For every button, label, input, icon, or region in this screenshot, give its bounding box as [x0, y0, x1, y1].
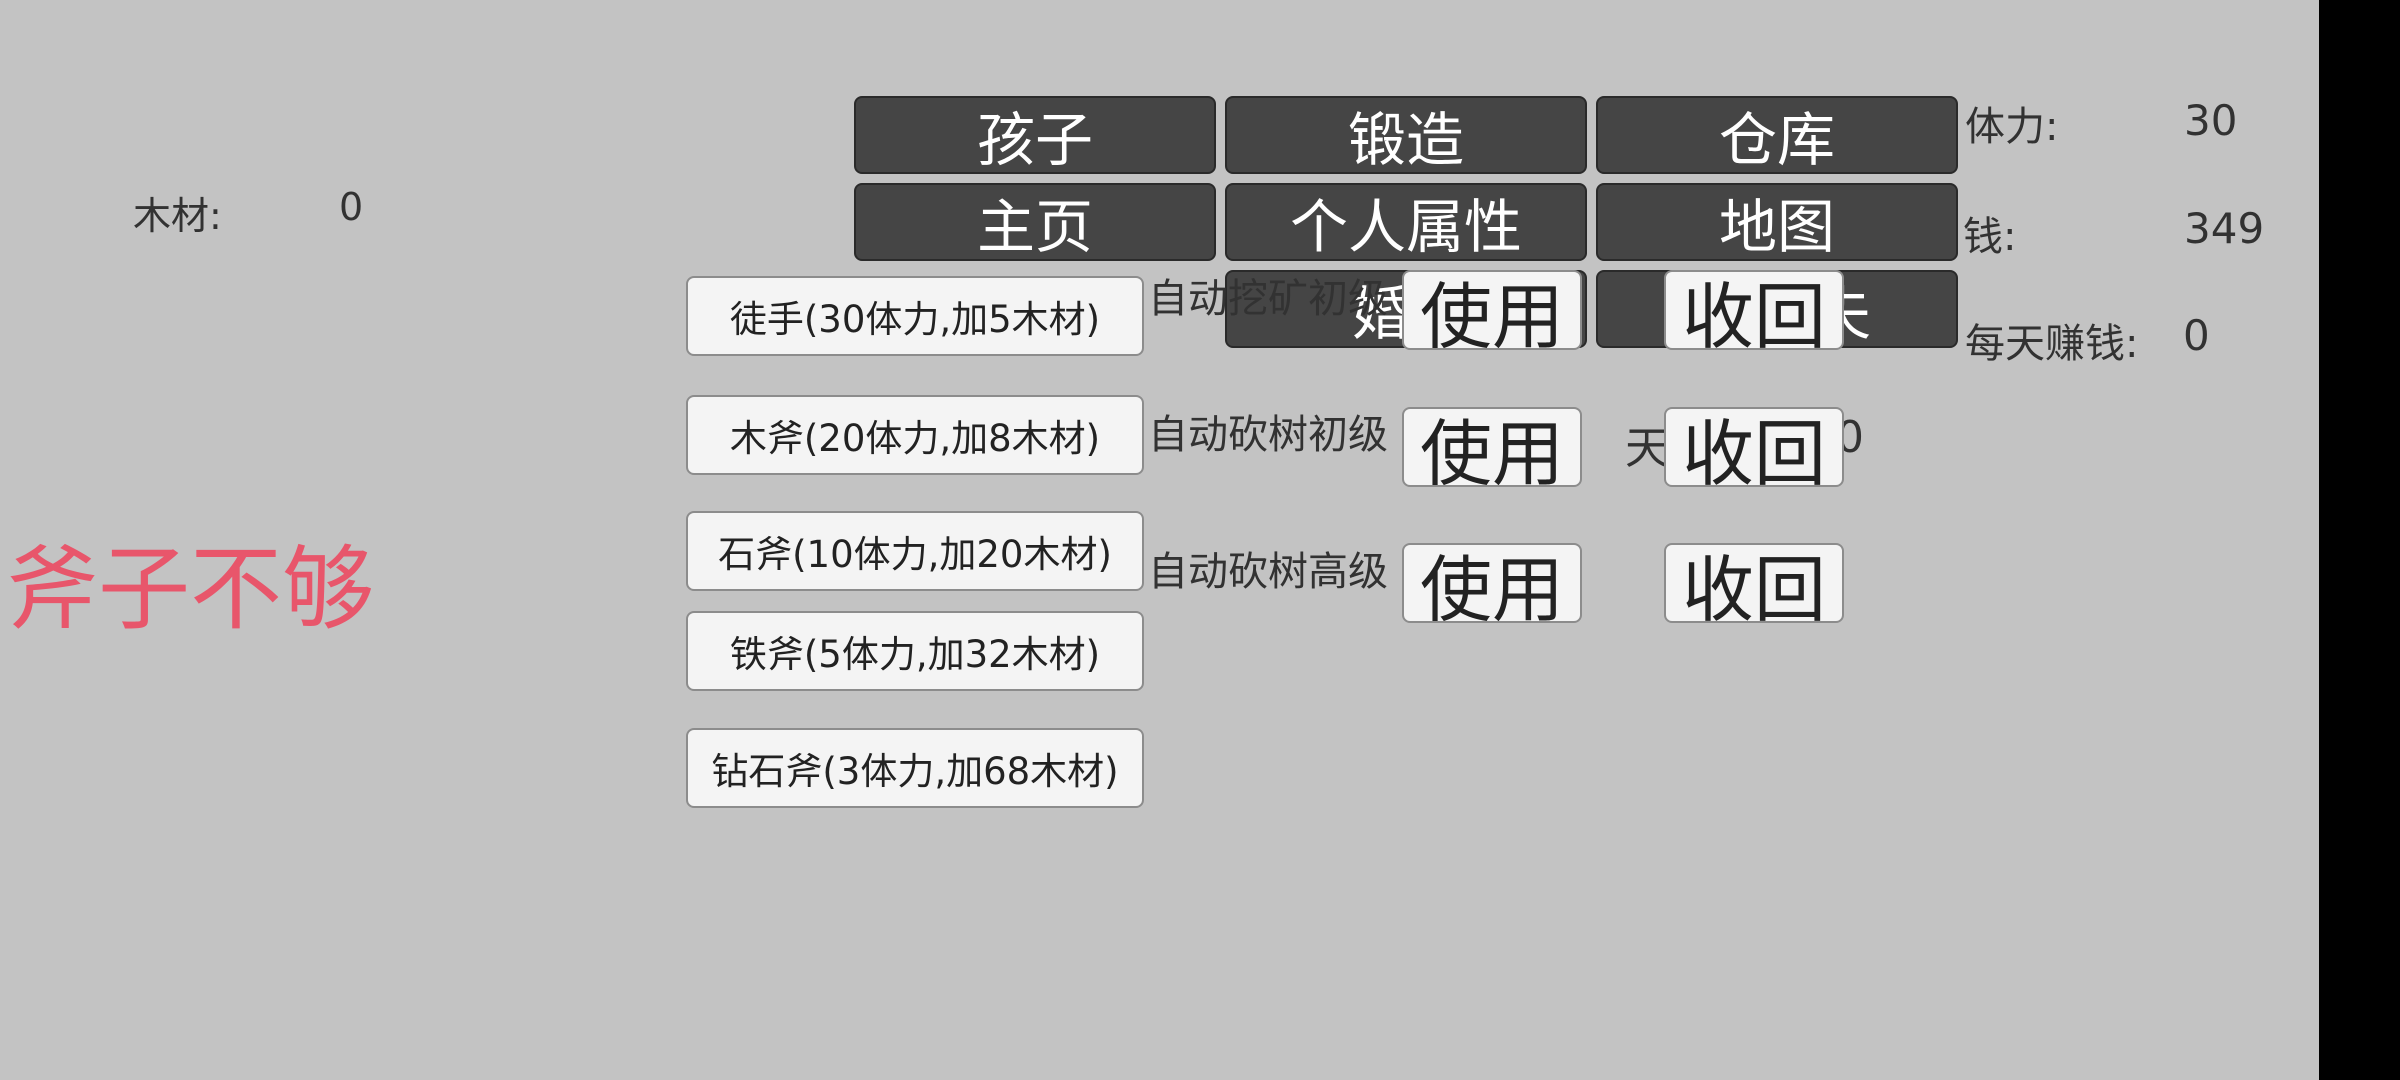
auto-chop-advanced-label: 自动砍树高级: [1148, 549, 1388, 595]
auto-mining-recall-button[interactable]: 收回: [1664, 270, 1844, 350]
children-button[interactable]: 孩子: [854, 96, 1216, 174]
money-label: 钱:: [1963, 214, 2017, 260]
home-button[interactable]: 主页: [854, 183, 1216, 261]
auto-chop-basic-recall-button[interactable]: 收回: [1664, 407, 1844, 487]
attributes-button[interactable]: 个人属性: [1225, 183, 1587, 261]
daily-income-label: 每天赚钱:: [1965, 321, 2139, 367]
marriage-button-label: 婚: [1352, 280, 1411, 348]
auto-mining-use-button[interactable]: 使用: [1402, 270, 1582, 350]
warehouse-button[interactable]: 仓库: [1596, 96, 1958, 174]
auto-chop-advanced-use-button[interactable]: 使用: [1402, 543, 1582, 623]
auto-chop-advanced-recall-button[interactable]: 收回: [1664, 543, 1844, 623]
stone-axe-button[interactable]: 石斧(10体力,加20木材): [686, 511, 1144, 591]
daily-income-value: 0: [2183, 311, 2210, 360]
forge-button[interactable]: 锻造: [1225, 96, 1587, 174]
diamond-axe-button[interactable]: 钻石斧(3体力,加68木材): [686, 728, 1144, 808]
auto-chop-basic-use-button[interactable]: 使用: [1402, 407, 1582, 487]
wood-label: 木材:: [133, 194, 222, 238]
day-text-partial: 天: [1625, 423, 1669, 474]
auto-mining-basic-label: 自动挖矿初级: [1148, 276, 1388, 322]
money-value: 349: [2184, 204, 2265, 253]
right-edge-bar: [2319, 0, 2400, 1080]
iron-axe-button[interactable]: 铁斧(5体力,加32木材): [686, 611, 1144, 691]
axe-shortage-warning: 斧子不够: [6, 536, 375, 643]
bare-hands-button[interactable]: 徒手(30体力,加5木材): [686, 276, 1144, 356]
stamina-value: 30: [2184, 96, 2238, 145]
auto-chop-basic-label: 自动砍树初级: [1148, 412, 1388, 458]
stamina-label: 体力:: [1965, 104, 2059, 150]
wood-value: 0: [339, 185, 364, 229]
map-button[interactable]: 地图: [1596, 183, 1958, 261]
wooden-axe-button[interactable]: 木斧(20体力,加8木材): [686, 395, 1144, 475]
